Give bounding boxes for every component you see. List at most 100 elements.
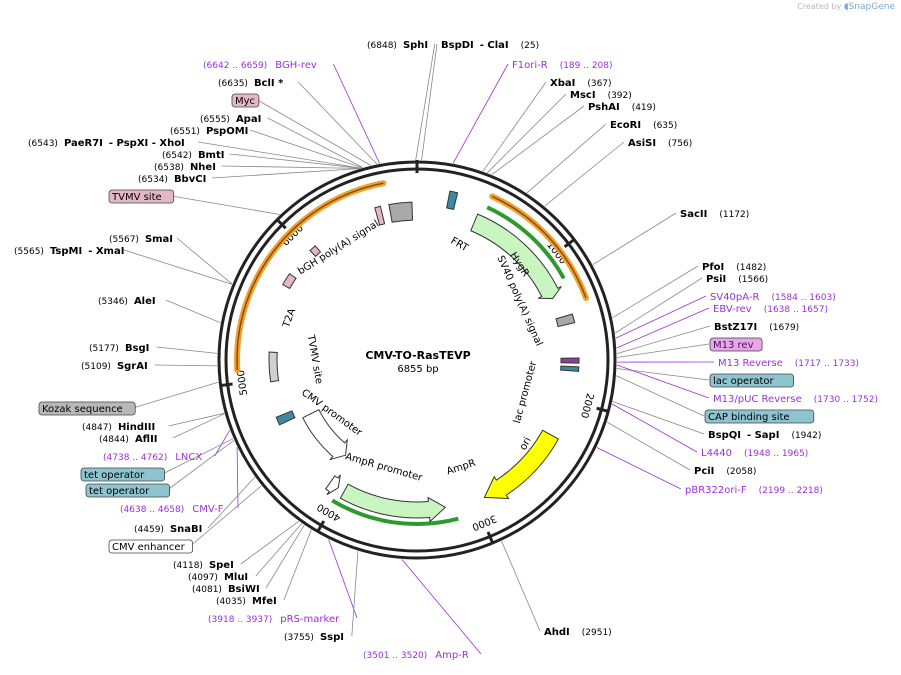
label-text-clai[interactable]: BspDI- ClaI(25) bbox=[441, 40, 539, 51]
label-text-psii[interactable]: PsiI(1566) bbox=[706, 274, 768, 285]
label-prs-marker[interactable]: (3918 .. 3937)pRS-marker bbox=[208, 614, 340, 625]
label-text-bcli[interactable]: (6635)BclI * bbox=[218, 78, 284, 89]
label-snabi[interactable]: (4459)SnaBI bbox=[134, 524, 202, 535]
label-text-bmti[interactable]: (6542)BmtI bbox=[162, 150, 224, 161]
label-text-lncx[interactable]: (4738 .. 4762)LNCX bbox=[103, 452, 202, 463]
label-text-amp-r[interactable]: (3501 .. 3520)Amp-R bbox=[363, 650, 469, 661]
label-sphi[interactable]: (6848)SphI bbox=[367, 40, 428, 51]
label-hindiii[interactable]: (4847)HindIII bbox=[82, 422, 155, 433]
label-mlui[interactable]: (4097)MluI bbox=[188, 572, 248, 583]
label-cmv-f[interactable]: (4638 .. 4658)CMV-F bbox=[120, 504, 224, 515]
label-text-cmv-f[interactable]: (4638 .. 4658)CMV-F bbox=[120, 504, 224, 515]
label-text-tet-operator[interactable]: tet operator bbox=[89, 486, 150, 497]
label-text-pfoi[interactable]: PfoI(1482) bbox=[702, 262, 766, 273]
label-m13-rev[interactable]: M13 rev bbox=[709, 337, 763, 352]
label-text-ebv-rev[interactable]: EBV-rev(1638 .. 1657) bbox=[713, 304, 828, 315]
label-text-tet-operator[interactable]: tet operator bbox=[84, 470, 145, 481]
label-text-sgrai[interactable]: (5109)SgrAI bbox=[81, 361, 148, 372]
label-bsiwi[interactable]: (4081)BsiWI bbox=[192, 584, 260, 595]
label-text-hindiii[interactable]: (4847)HindIII bbox=[82, 422, 155, 433]
label-text-nhei[interactable]: (6538)NheI bbox=[154, 162, 216, 173]
label-spei[interactable]: (4118)SpeI bbox=[173, 560, 234, 571]
label-text-bbvci[interactable]: (6534)BbvCI bbox=[138, 174, 206, 185]
label-text-bsiwi[interactable]: (4081)BsiWI bbox=[192, 584, 260, 595]
label-ahdi[interactable]: AhdI(2951) bbox=[544, 627, 612, 638]
label-ecori[interactable]: EcoRI(635) bbox=[610, 120, 677, 131]
label-sspi[interactable]: (3755)SspI bbox=[284, 632, 344, 643]
label-pfoi[interactable]: PfoI(1482) bbox=[702, 262, 766, 273]
label-pshai[interactable]: PshAI(419) bbox=[588, 102, 656, 113]
label-text-cmv-enhancer[interactable]: CMV enhancer bbox=[112, 542, 186, 553]
label-text-bsgi[interactable]: (5177)BsgI bbox=[89, 343, 149, 354]
label-text-pcii[interactable]: PciI(2058) bbox=[694, 466, 756, 477]
label-text-alei[interactable]: (5346)AleI bbox=[98, 296, 156, 307]
label-text-paer7i[interactable]: (6543)PaeR7I- PspXI - XhoI bbox=[28, 138, 185, 149]
label-text-tvmv-site[interactable]: TVMV site bbox=[111, 192, 162, 203]
label-text-bspqi[interactable]: BspQI- SapI(1942) bbox=[708, 430, 821, 441]
label-text-asisi[interactable]: AsiSI(756) bbox=[628, 138, 692, 149]
label-text-l4440[interactable]: L4440(1948 .. 1965) bbox=[701, 448, 808, 459]
label-text-ecori[interactable]: EcoRI(635) bbox=[610, 120, 677, 131]
label-lncx[interactable]: (4738 .. 4762)LNCX bbox=[103, 452, 202, 463]
label-sgrai[interactable]: (5109)SgrAI bbox=[81, 361, 148, 372]
label-alei[interactable]: (5346)AleI bbox=[98, 296, 156, 307]
label-pcii[interactable]: PciI(2058) bbox=[694, 466, 756, 477]
label-apai[interactable]: (6555)ApaI bbox=[200, 114, 261, 125]
label-text-spei[interactable]: (4118)SpeI bbox=[173, 560, 234, 571]
label-text-smai[interactable]: (5567)SmaI bbox=[109, 234, 173, 245]
label-m13-puc-reverse[interactable]: M13/pUC Reverse(1730 .. 1752) bbox=[713, 394, 878, 405]
label-kozak-sequence[interactable]: Kozak sequence bbox=[38, 401, 136, 416]
label-text-pshai[interactable]: PshAI(419) bbox=[588, 102, 656, 113]
label-text-sv40pa-r[interactable]: SV40pA-R(1584 .. 1603) bbox=[710, 292, 836, 303]
label-text-pbr322ori-f[interactable]: pBR322ori-F(2199 .. 2218) bbox=[685, 485, 823, 496]
label-clai[interactable]: BspDI- ClaI(25) bbox=[441, 40, 539, 51]
label-pbr322ori-f[interactable]: pBR322ori-F(2199 .. 2218) bbox=[685, 485, 823, 496]
label-text-msci[interactable]: MscI(392) bbox=[570, 90, 632, 101]
label-text-xbai[interactable]: XbaI(367) bbox=[550, 78, 612, 89]
label-tet-operator[interactable]: tet operator bbox=[85, 483, 170, 498]
label-text-mfei[interactable]: (4035)MfeI bbox=[216, 596, 277, 607]
label-text-apai[interactable]: (6555)ApaI bbox=[200, 114, 261, 125]
label-amp-r[interactable]: (3501 .. 3520)Amp-R bbox=[363, 650, 469, 661]
label-sacii[interactable]: SacII(1172) bbox=[680, 209, 749, 220]
label-tvmv-site[interactable]: TVMV site bbox=[108, 189, 175, 204]
label-bsgi[interactable]: (5177)BsgI bbox=[89, 343, 149, 354]
label-text-sphi[interactable]: (6848)SphI bbox=[367, 40, 428, 51]
label-paer7i[interactable]: (6543)PaeR7I- PspXI - XhoI bbox=[28, 138, 185, 149]
label-text-mlui[interactable]: (4097)MluI bbox=[188, 572, 248, 583]
label-text-m13-puc-reverse[interactable]: M13/pUC Reverse(1730 .. 1752) bbox=[713, 394, 878, 405]
label-bspqi[interactable]: BspQI- SapI(1942) bbox=[708, 430, 821, 441]
label-aflii[interactable]: (4844)AflII bbox=[99, 434, 158, 445]
label-lac-operator[interactable]: lac operator bbox=[709, 373, 794, 388]
label-cmv-enhancer[interactable]: CMV enhancer bbox=[108, 539, 193, 554]
label-text-tspmi[interactable]: (5565)TspMI- XmaI bbox=[14, 246, 124, 257]
label-tet-operator[interactable]: tet operator bbox=[80, 467, 165, 482]
label-bbvci[interactable]: (6534)BbvCI bbox=[138, 174, 206, 185]
site-labels[interactable]: (6848)SphI BspDI- ClaI(25) F1ori-R(189 .. … bbox=[14, 40, 878, 661]
label-l4440[interactable]: L4440(1948 .. 1965) bbox=[701, 448, 808, 459]
label-sv40pa-r[interactable]: SV40pA-R(1584 .. 1603) bbox=[710, 292, 836, 303]
label-text-pspomi[interactable]: (6551)PspOMI bbox=[170, 126, 248, 137]
label-text-prs-marker[interactable]: (3918 .. 3937)pRS-marker bbox=[208, 614, 340, 625]
label-pspomi[interactable]: (6551)PspOMI bbox=[170, 126, 248, 137]
label-bcli[interactable]: (6635)BclI * bbox=[218, 78, 284, 89]
label-text-lac-operator[interactable]: lac operator bbox=[713, 376, 774, 387]
label-mfei[interactable]: (4035)MfeI bbox=[216, 596, 277, 607]
label-bmti[interactable]: (6542)BmtI bbox=[162, 150, 224, 161]
label-text-aflii[interactable]: (4844)AflII bbox=[99, 434, 158, 445]
label-nhei[interactable]: (6538)NheI bbox=[154, 162, 216, 173]
label-text-bstz17i[interactable]: BstZ17I(1679) bbox=[714, 322, 799, 333]
label-psii[interactable]: PsiI(1566) bbox=[706, 274, 768, 285]
label-asisi[interactable]: AsiSI(756) bbox=[628, 138, 692, 149]
label-text-bgh-rev[interactable]: (6642 .. 6659)BGH-rev bbox=[203, 60, 317, 71]
label-m13-reverse[interactable]: M13 Reverse(1717 .. 1733) bbox=[718, 358, 859, 369]
label-text-sspi[interactable]: (3755)SspI bbox=[284, 632, 344, 643]
label-text-kozak-sequence[interactable]: Kozak sequence bbox=[42, 404, 123, 415]
label-text-cap-binding-site[interactable]: CAP binding site bbox=[708, 412, 790, 423]
label-bgh-rev[interactable]: (6642 .. 6659)BGH-rev bbox=[203, 60, 317, 71]
label-text-f1ori-r[interactable]: F1ori-R(189 .. 208) bbox=[512, 60, 613, 71]
label-cap-binding-site[interactable]: CAP binding site bbox=[704, 409, 815, 424]
label-text-myc[interactable]: Myc bbox=[235, 96, 255, 107]
label-xbai[interactable]: XbaI(367) bbox=[550, 78, 612, 89]
label-text-ahdi[interactable]: AhdI(2951) bbox=[544, 627, 612, 638]
